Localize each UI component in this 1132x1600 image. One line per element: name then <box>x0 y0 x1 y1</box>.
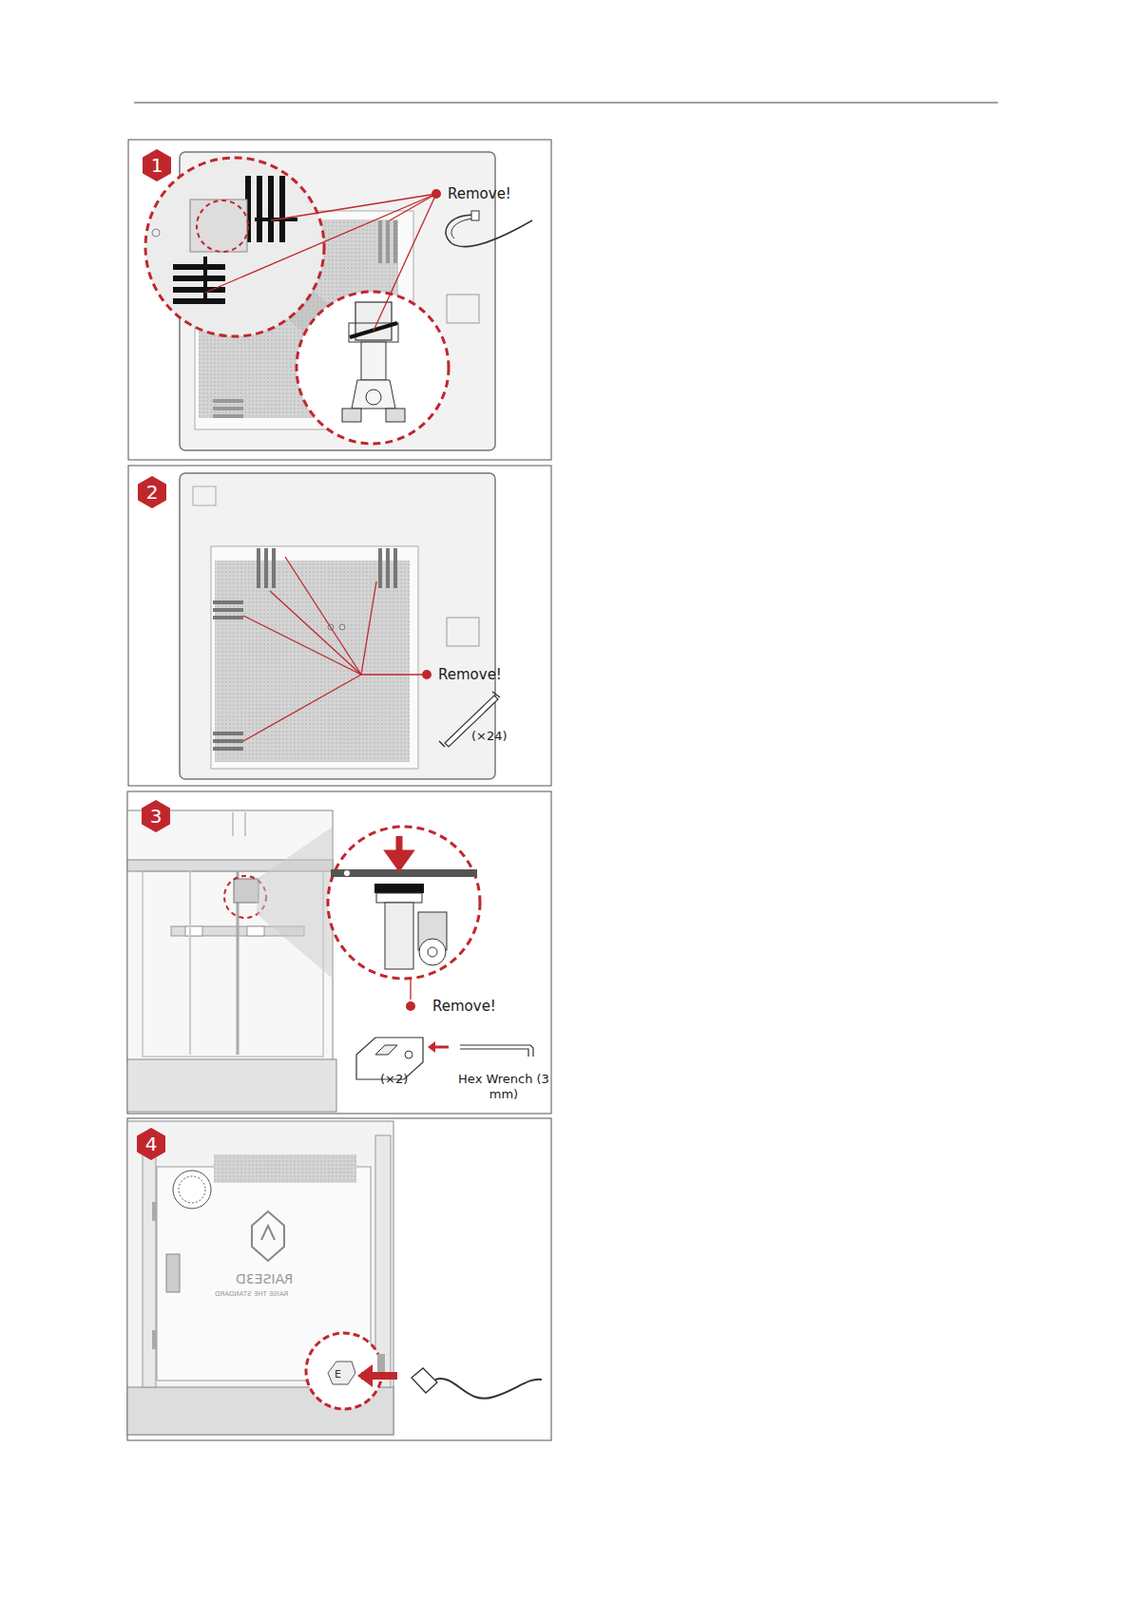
tool-label: Hex Wrench (3 mm) <box>458 1072 550 1102</box>
remove-label: Remove! <box>432 997 497 1016</box>
step-number: 4 <box>134 1128 168 1161</box>
header-rule <box>134 101 998 103</box>
step-badge: 3 <box>139 800 173 833</box>
remove-label: Remove! <box>447 185 512 203</box>
remove-label: Remove! <box>438 666 502 684</box>
logo-text: RAISE3D <box>235 1271 293 1288</box>
logo-slogan: RAISE THE STANDARD <box>214 1290 288 1299</box>
step-number: 3 <box>139 800 173 833</box>
step-badge: 2 <box>135 476 169 509</box>
step-number: 2 <box>135 476 169 509</box>
quantity-label: (×24) <box>471 729 508 745</box>
svg-text:E: E <box>334 1368 342 1382</box>
step-badge: 4 <box>134 1128 168 1161</box>
panel-one <box>128 139 552 461</box>
step-number: 1 <box>140 149 173 182</box>
panel-three <box>127 791 552 1114</box>
panel-two <box>128 465 552 787</box>
quantity-label: (×2) <box>380 1072 408 1088</box>
panel-four: E <box>127 1118 552 1441</box>
step-badge: 1 <box>140 149 173 182</box>
